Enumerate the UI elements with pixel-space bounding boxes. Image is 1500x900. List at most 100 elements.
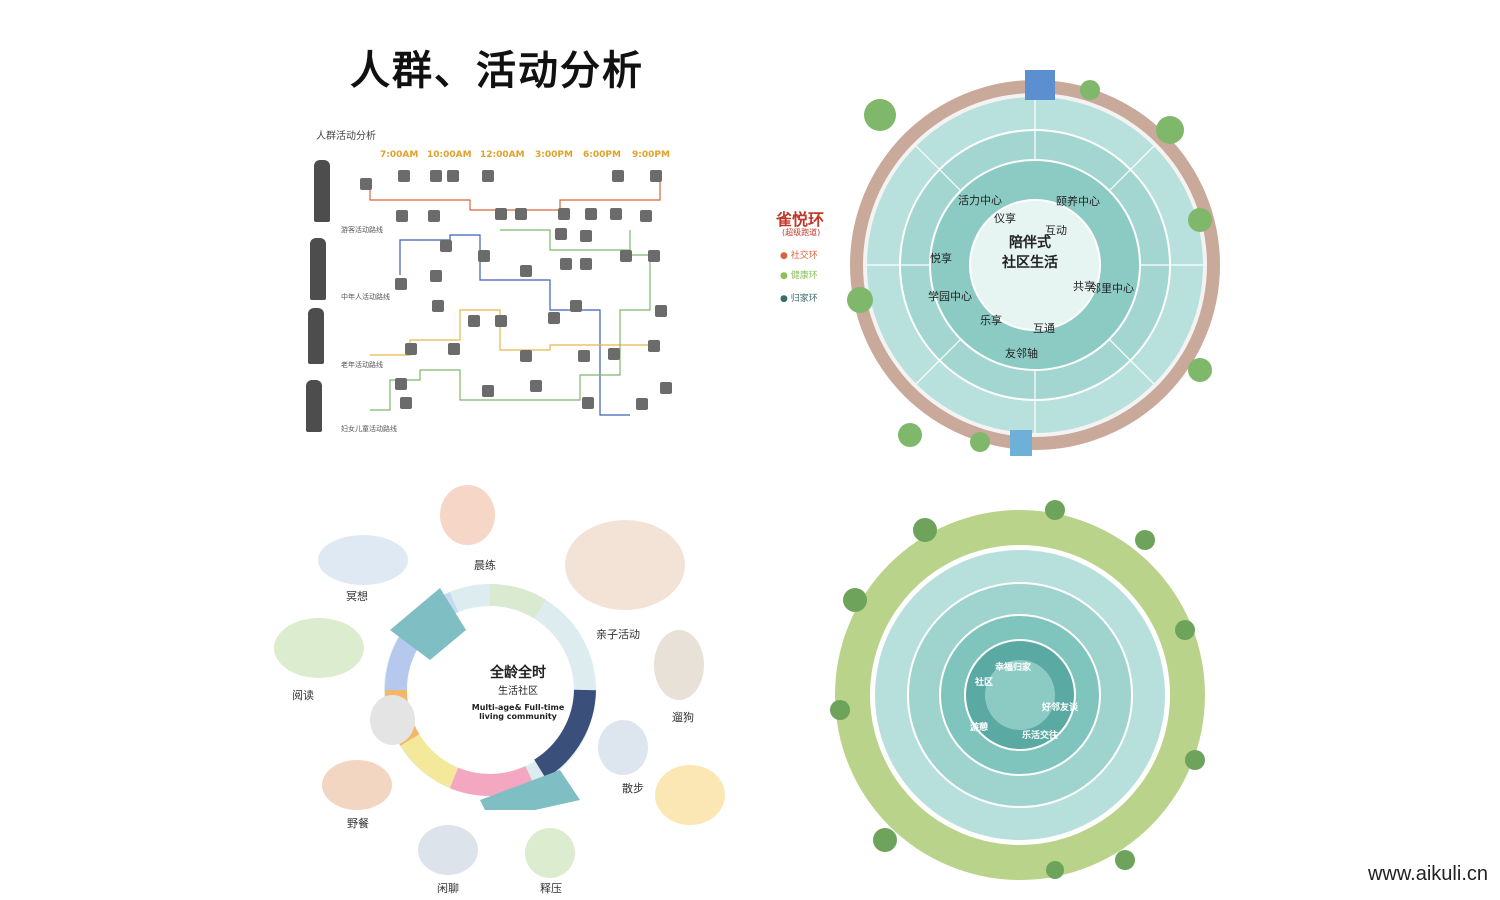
middle-aged-figure bbox=[310, 238, 326, 300]
inner-label: 邻里中心 bbox=[1090, 282, 1134, 295]
ring4-label: 好邻友谈 bbox=[1042, 703, 1079, 713]
center-title: 全龄全时 bbox=[490, 665, 546, 681]
inner-label: 乐享 bbox=[980, 314, 1002, 327]
person-icon bbox=[440, 240, 452, 252]
legend-label: 健康环 bbox=[790, 271, 818, 281]
activity-label: 冥想 bbox=[346, 590, 368, 603]
park-bench-illustration bbox=[655, 765, 725, 825]
picnic-illustration bbox=[322, 760, 392, 810]
food-icon bbox=[570, 300, 582, 312]
center-disc bbox=[969, 199, 1101, 331]
people-icon bbox=[610, 208, 622, 220]
center-title-line: 陪伴式 bbox=[1009, 235, 1051, 251]
legend-label: 社交环 bbox=[790, 251, 818, 261]
center-english-1: Multi-age& Full-time bbox=[471, 703, 565, 712]
center-title-line: 社区生活 bbox=[1002, 255, 1058, 271]
green-ring-diagram bbox=[830, 500, 1205, 880]
brand-name: 雀悦环 bbox=[776, 210, 825, 229]
time-label: 10:00AM bbox=[427, 150, 472, 160]
building-icon bbox=[1010, 430, 1032, 456]
inner-label: 学园中心 bbox=[928, 290, 972, 303]
bed-icon bbox=[360, 178, 372, 190]
tourist-figure bbox=[314, 160, 330, 222]
inner-label: 友邻轴 bbox=[1005, 347, 1038, 360]
activity-label: 亲子活动 bbox=[596, 628, 640, 641]
route-label-middle-aged: 中年人活动路线 bbox=[341, 293, 390, 301]
activity-label: 遛狗 bbox=[672, 711, 694, 724]
inner-label: 颐养中心 bbox=[1056, 195, 1100, 208]
ring-dividers bbox=[867, 97, 1203, 433]
people-icon bbox=[585, 208, 597, 220]
coffee-icon bbox=[495, 208, 507, 220]
bus-icon bbox=[398, 170, 410, 182]
legend-label: 归家环 bbox=[790, 294, 818, 304]
activity-label: 散步 bbox=[622, 782, 644, 795]
inner-label: 互动 bbox=[1045, 224, 1067, 237]
bed-icon bbox=[660, 382, 672, 394]
people-icon bbox=[515, 208, 527, 220]
mother-child-figure bbox=[306, 380, 322, 432]
inner-label: 互通 bbox=[1033, 322, 1055, 335]
inner-label: 仪享 bbox=[994, 212, 1016, 225]
people-icon bbox=[478, 250, 490, 262]
group-icon bbox=[468, 315, 480, 327]
bed-icon bbox=[655, 305, 667, 317]
family-activity-illustration bbox=[565, 520, 685, 610]
dining-icon bbox=[548, 312, 560, 324]
dog-walking-illustration bbox=[654, 630, 704, 700]
people-icon bbox=[648, 250, 660, 262]
route-label-women-children: 妇女儿童活动路线 bbox=[341, 425, 397, 433]
yoga-illustration bbox=[440, 485, 495, 545]
time-label: 3:00PM bbox=[535, 150, 573, 160]
route-label-elderly: 老年活动路线 bbox=[341, 361, 383, 369]
time-label: 7:00AM bbox=[380, 150, 419, 160]
brand-subtitle: (超级跑道) bbox=[782, 228, 821, 237]
dining-icon bbox=[612, 170, 624, 182]
reading-illustration bbox=[274, 618, 364, 678]
watermark: www.aikuli.cn bbox=[1367, 863, 1488, 885]
people-icon bbox=[432, 300, 444, 312]
activity-label: 晨练 bbox=[474, 559, 496, 572]
building-icon bbox=[1025, 70, 1055, 100]
time-label: 12:00AM bbox=[480, 150, 525, 160]
center-english-2: living community bbox=[479, 712, 557, 721]
inner-label: 活力中心 bbox=[958, 194, 1002, 207]
legend-home: ● 归家环 bbox=[780, 294, 818, 304]
center-subtitle: 生活社区 bbox=[498, 686, 538, 697]
coffee-icon bbox=[428, 210, 440, 222]
person-icon bbox=[448, 343, 460, 355]
bed-icon bbox=[520, 265, 532, 277]
ring4-label: 乐活交往 bbox=[1022, 731, 1059, 741]
ball-icon bbox=[580, 258, 592, 270]
camera-icon bbox=[447, 170, 459, 182]
ring-diagram bbox=[847, 70, 1220, 456]
heart-icon bbox=[648, 340, 660, 352]
trees bbox=[847, 80, 1212, 452]
activity-label: 野餐 bbox=[347, 817, 369, 830]
food-bowl-icon bbox=[482, 170, 494, 182]
child-icon bbox=[405, 343, 417, 355]
activity-label: 闲聊 bbox=[437, 882, 459, 895]
all-age-center: 全龄全时 生活社区 Multi-age& Full-time living co… bbox=[468, 662, 568, 721]
bed-icon bbox=[520, 350, 532, 362]
ring4-label: 游憩 bbox=[970, 723, 989, 733]
page-title: 人群、活动分析 bbox=[350, 48, 644, 94]
legend-health: ● 健康环 bbox=[780, 271, 818, 281]
home-icon bbox=[650, 170, 662, 182]
people-icon bbox=[558, 208, 570, 220]
home-icon bbox=[636, 398, 648, 410]
people-icon bbox=[430, 270, 442, 282]
car-icon bbox=[395, 278, 407, 290]
camera-icon bbox=[430, 170, 442, 182]
group-icon bbox=[495, 315, 507, 327]
center-title: 陪伴式 社区生活 bbox=[990, 232, 1070, 272]
ring4-label: 社区 bbox=[975, 678, 994, 688]
activity-label: 阅读 bbox=[292, 689, 314, 702]
time-label: 6:00PM bbox=[583, 150, 621, 160]
walking-illustration bbox=[598, 720, 648, 775]
camera-icon bbox=[582, 397, 594, 409]
inner-label: 悦享 bbox=[930, 252, 952, 265]
center-disc bbox=[985, 660, 1055, 730]
bicycle-icon bbox=[640, 210, 652, 222]
group-icon bbox=[482, 385, 494, 397]
